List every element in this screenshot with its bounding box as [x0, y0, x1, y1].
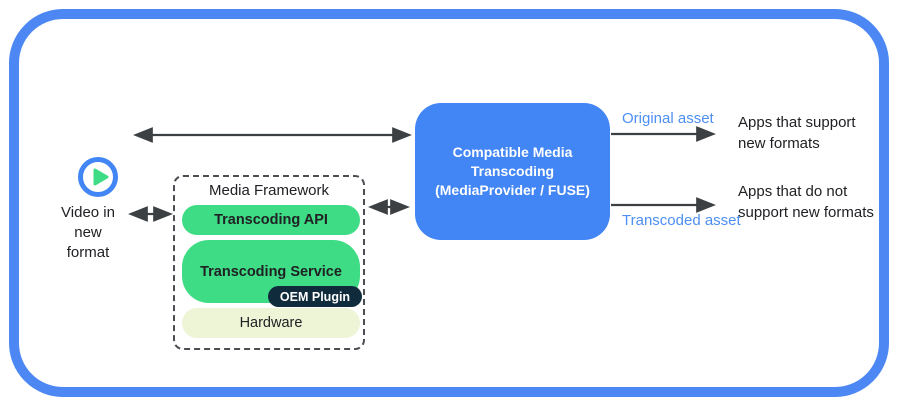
- layer-hardware: Hardware: [182, 308, 360, 338]
- transcoder-box: Compatible Media Transcoding (MediaProvi…: [415, 103, 610, 240]
- video-source-label: Video in new format: [61, 204, 115, 261]
- media-framework-box: Media Framework: [173, 175, 365, 350]
- original-asset-label: Original asset: [622, 110, 714, 127]
- play-triangle-icon: [93, 168, 108, 186]
- layer-transcoding-api: Transcoding API: [182, 205, 360, 235]
- media-framework-title: Media Framework: [208, 182, 330, 199]
- transcoded-asset-label: Transcoded asset: [622, 212, 741, 229]
- play-icon: [78, 157, 118, 197]
- apps-support-label: Apps that support new formats: [738, 114, 856, 152]
- diagram-frame: [9, 9, 889, 397]
- apps-not-support-label: Apps that do not support new formats: [738, 183, 874, 221]
- layer-oem-plugin: OEM Plugin: [268, 286, 362, 307]
